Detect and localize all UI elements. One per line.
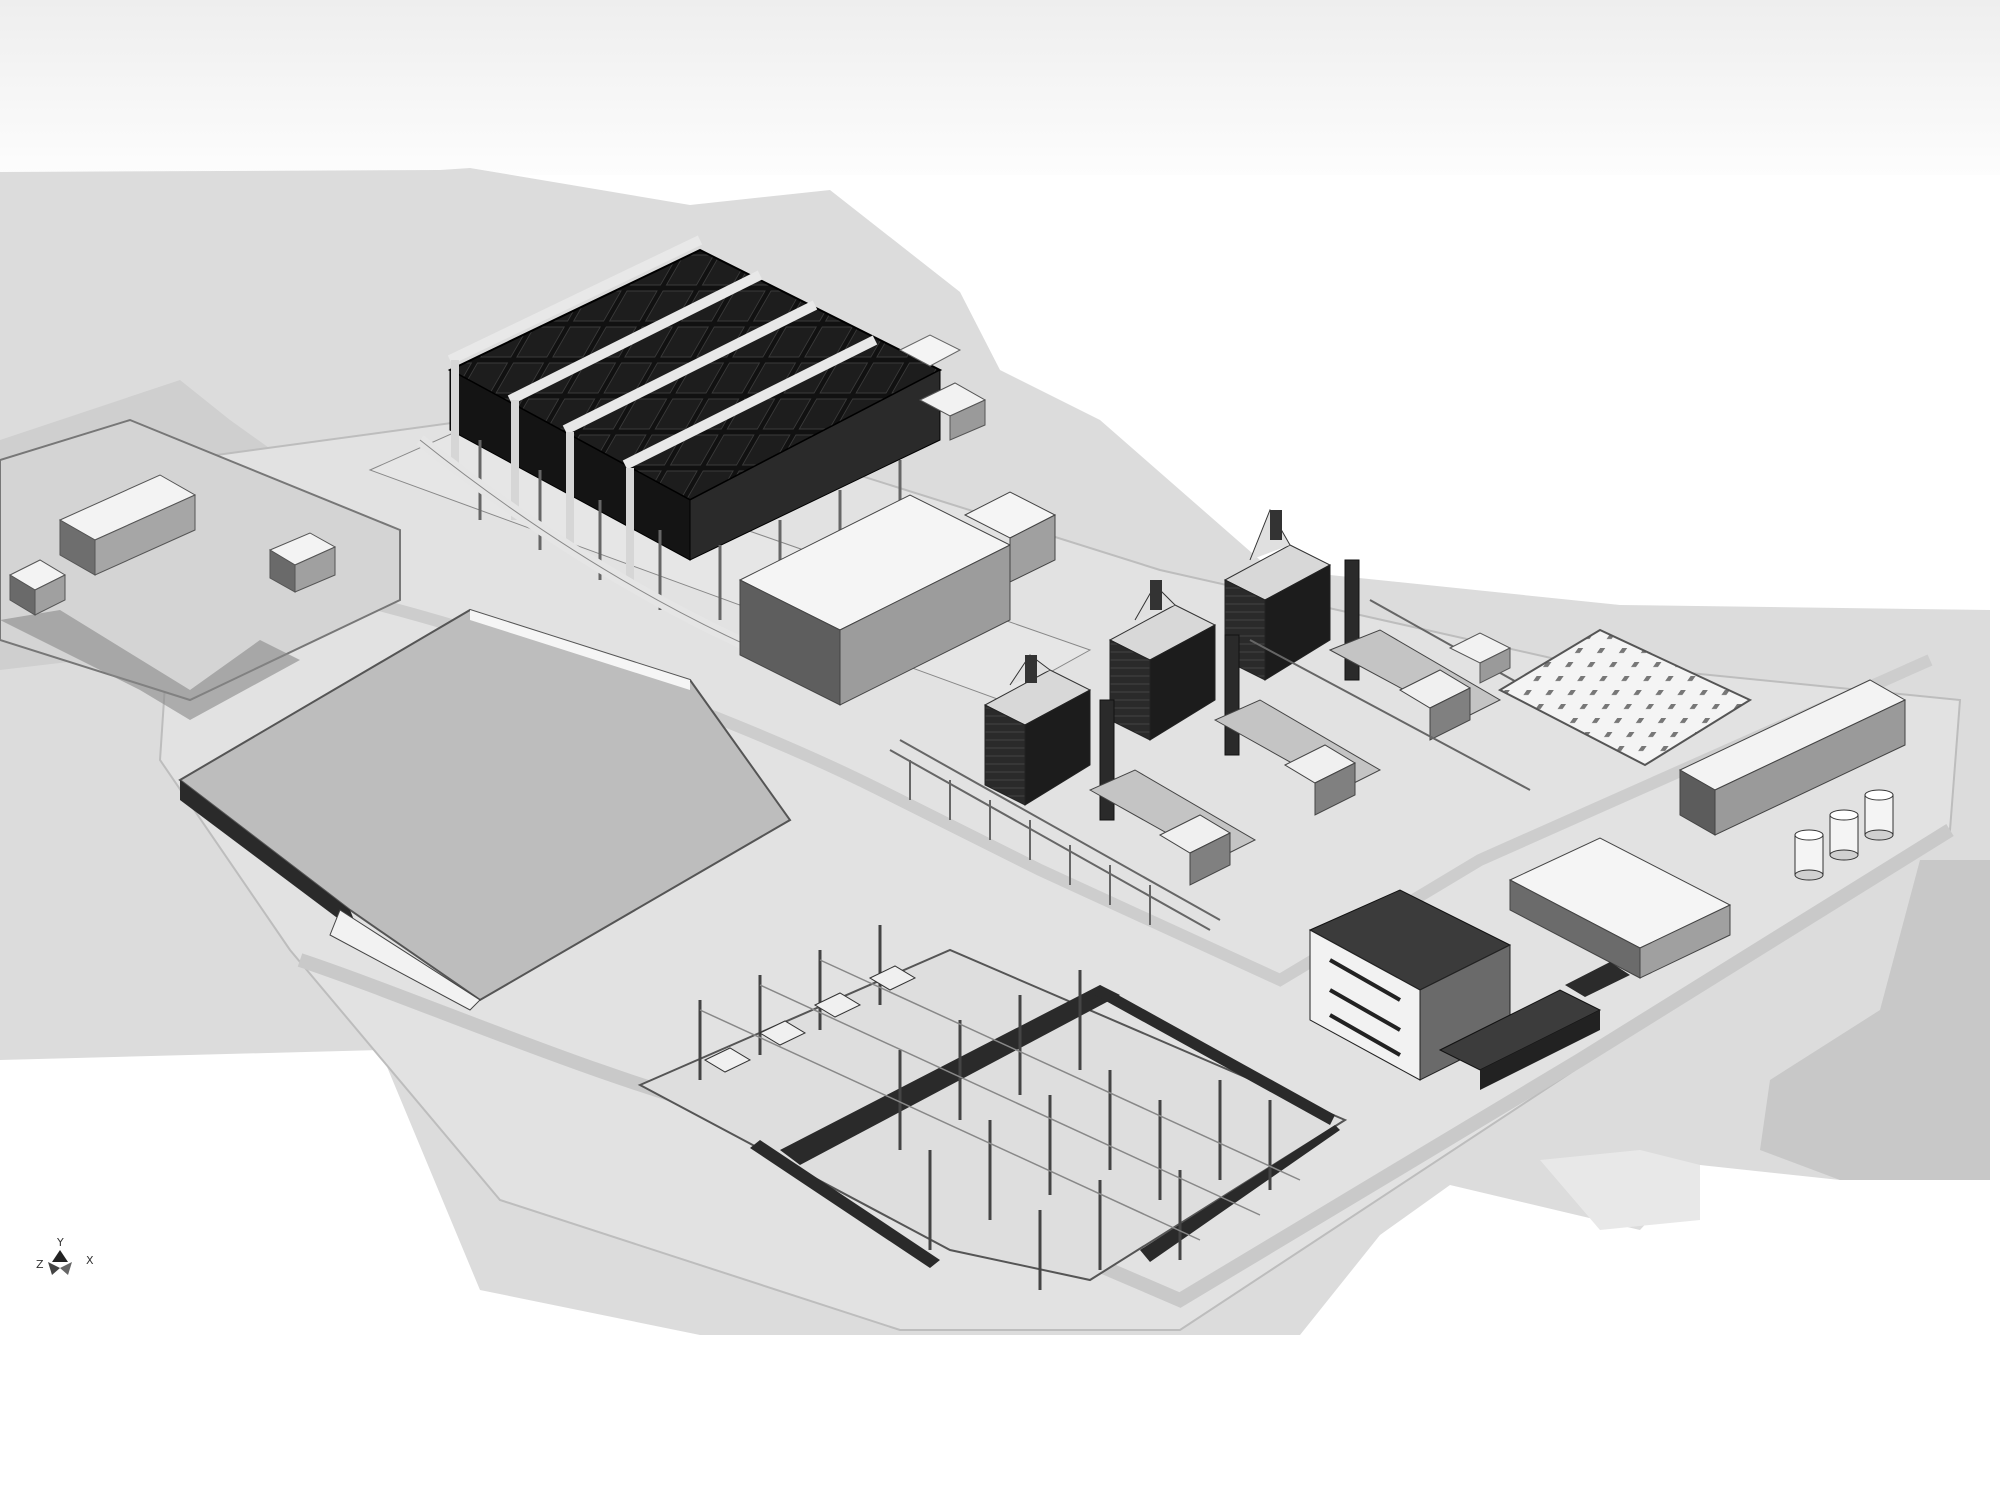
admin-compound [0, 418, 401, 720]
terrain-cut-bottom-right [1540, 1150, 1700, 1230]
workshop-building [1678, 679, 1907, 836]
ancillary-building-small [1448, 632, 1512, 684]
laydown-pad [178, 608, 792, 1011]
tank-3 [1864, 789, 1894, 841]
water-treatment-building [1508, 837, 1732, 979]
axis-gizmo-left-icon [48, 1262, 60, 1275]
tank-2 [1829, 809, 1859, 861]
control-building [1308, 889, 1512, 1081]
gate-house [8, 559, 67, 616]
warehouse-building [58, 474, 197, 576]
panel-array [1497, 628, 1753, 767]
transformer-row [1438, 962, 1630, 1090]
axis-gizmo-right-icon [60, 1262, 72, 1275]
terrain-slope-right [1760, 860, 1990, 1180]
axis-indicator: Y X Z [36, 1236, 94, 1275]
turbine-building [738, 491, 1057, 706]
axis-y-label: Y [56, 1236, 64, 1249]
gsu-transformers [703, 965, 917, 1073]
storage-tanks [1794, 789, 1894, 881]
tank-1 [1794, 829, 1824, 881]
axis-z-label: Z [36, 1258, 44, 1271]
axis-x-label: X [86, 1254, 94, 1267]
sky-background [0, 0, 2000, 175]
switchyard [637, 925, 1348, 1290]
hrsg-unit-2 [1108, 580, 1382, 816]
axis-gizmo-icon [52, 1250, 68, 1262]
guard-house [268, 532, 337, 593]
hrsg-unit-1 [983, 654, 1257, 886]
